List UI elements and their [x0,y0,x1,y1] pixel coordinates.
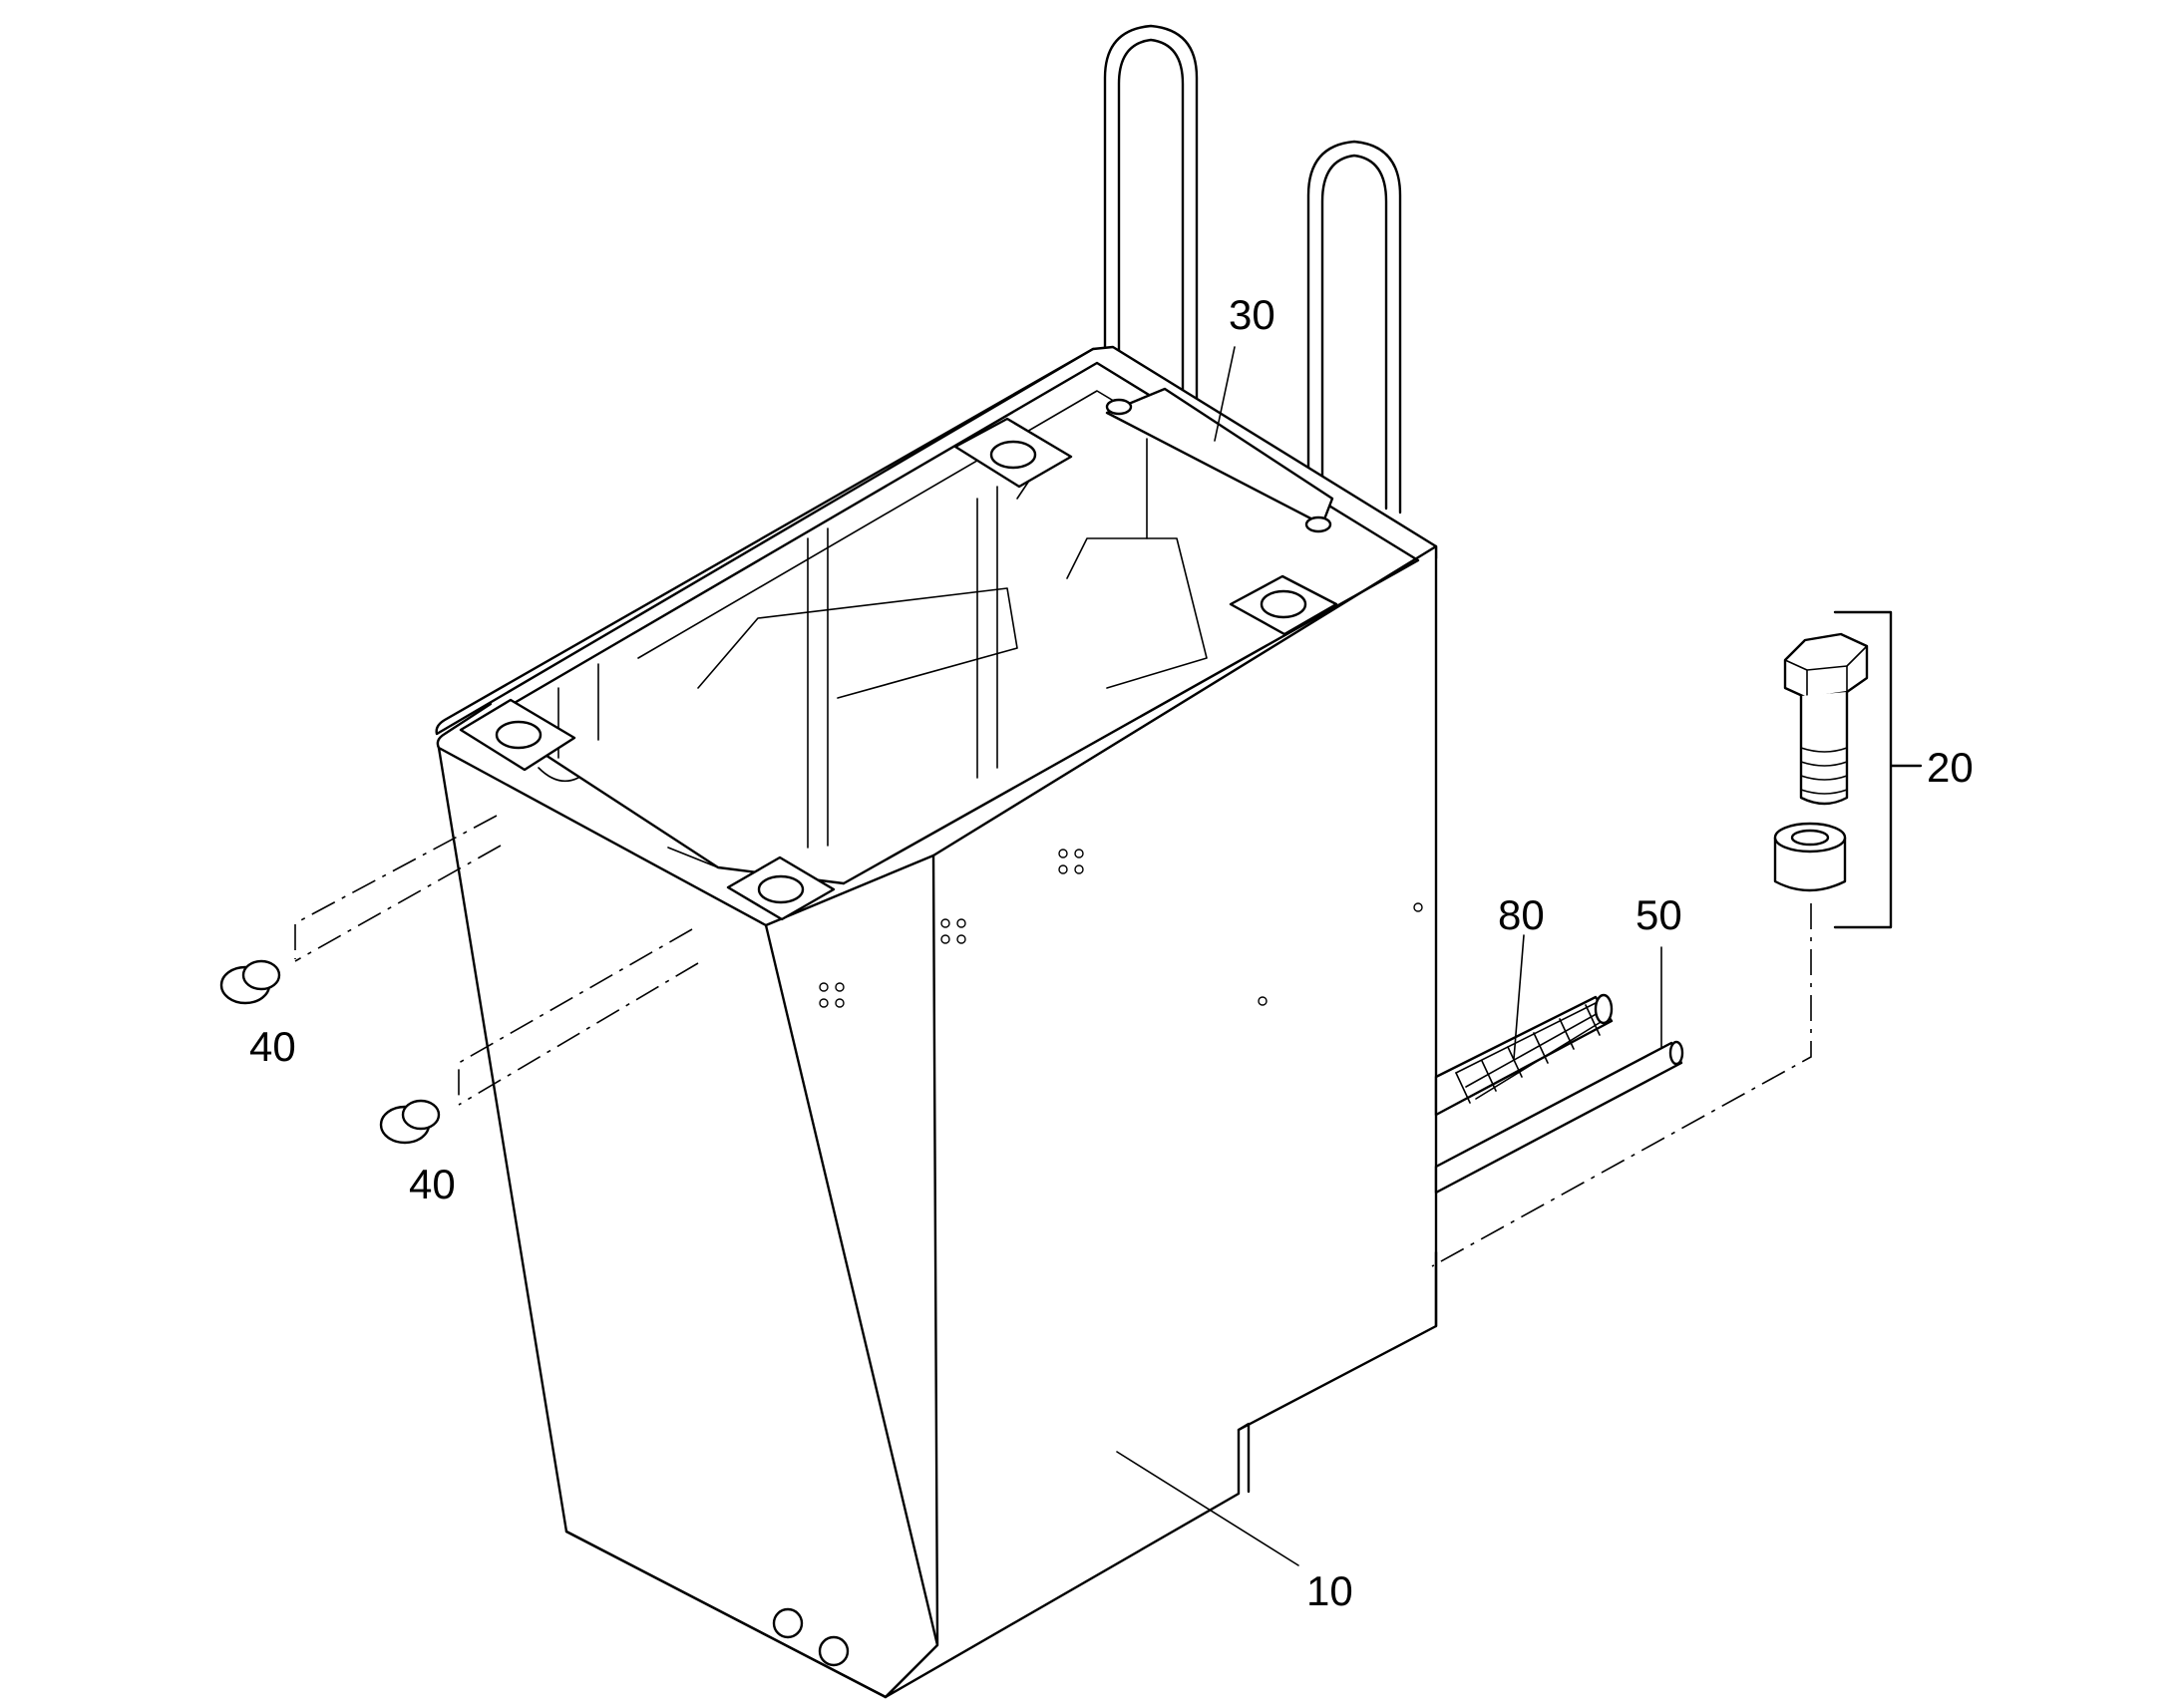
callout-50: 50 [1635,891,1682,938]
hose-80 [1434,993,1614,1117]
spacer-bushing [1773,822,1847,892]
plug-upper-leader [294,815,502,962]
leader-10 [1116,1451,1299,1566]
handrail-right [1306,140,1402,534]
cabinet-body [435,345,1438,1699]
callout-30: 30 [1229,291,1275,338]
callout-40-lower: 40 [409,1161,456,1207]
cabinet-holes [772,849,1423,1667]
bolt-leader [1431,903,1812,1267]
plug-lower-leader [458,928,699,1106]
leader-80 [1513,934,1525,1060]
leader-30 [1214,346,1236,442]
group-bracket-20 [1833,610,1923,929]
plug-lower [379,1099,441,1145]
handrail-left [1103,24,1199,403]
callout-20: 20 [1927,744,1974,791]
callout-80: 80 [1498,891,1545,938]
hose-50 [1434,1040,1684,1195]
plug-upper [219,959,281,1005]
callout-10: 10 [1306,1567,1353,1614]
callout-40-upper: 40 [249,1023,296,1070]
bolt [1783,632,1869,806]
